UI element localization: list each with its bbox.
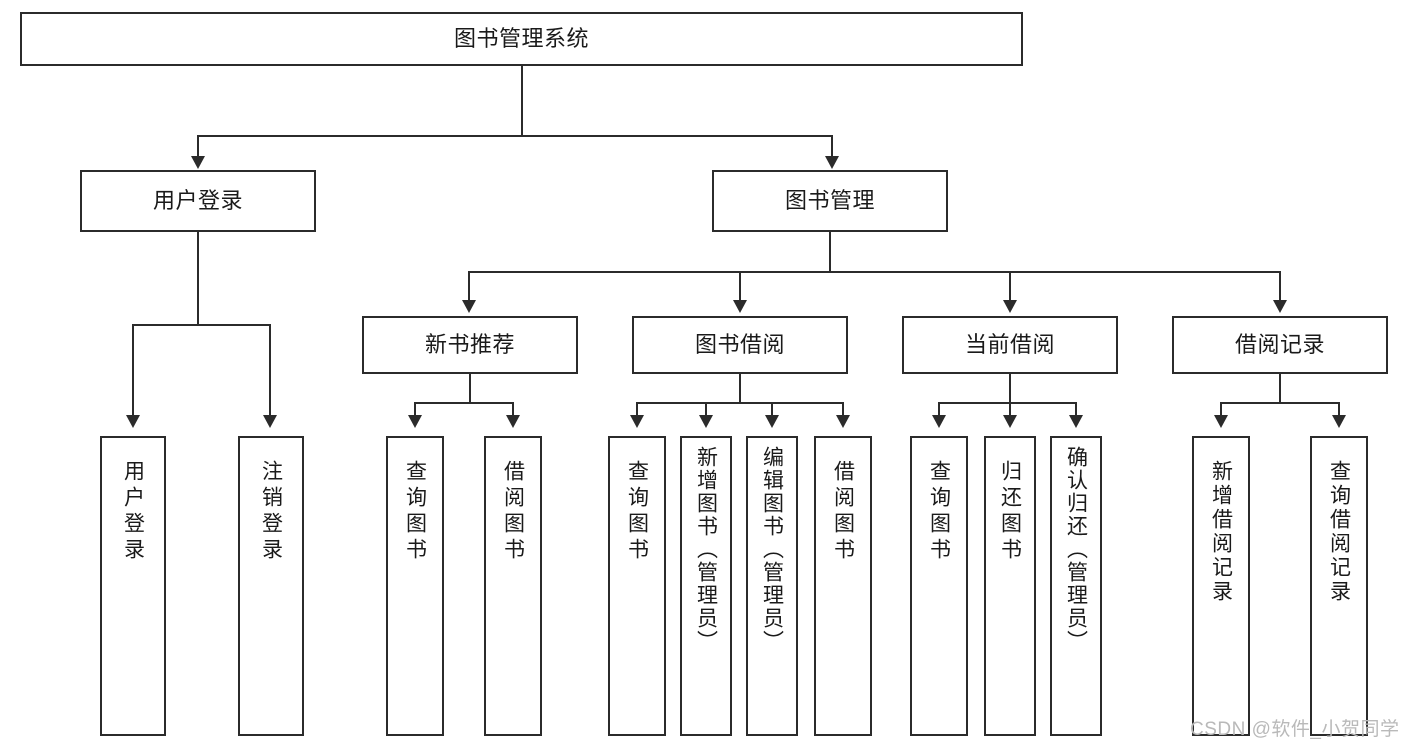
- arrowhead-leaf-query-book-borrow: [630, 415, 644, 428]
- connector-user-login-drop-2: [269, 324, 271, 416]
- connector-current-drop-1: [938, 402, 940, 416]
- node-leaf-add-book[interactable]: 新增图书（管理员）: [680, 436, 732, 736]
- node-leaf-query-book-rec[interactable]: 查询图书: [386, 436, 444, 736]
- connector-recommend-bus: [414, 402, 513, 404]
- connector-borrow-drop-1: [636, 402, 638, 416]
- node-leaf-add-record[interactable]: 新增借阅记录: [1192, 436, 1250, 736]
- node-leaf-confirm-return[interactable]: 确认归还（管理员）: [1050, 436, 1102, 736]
- arrowhead-new-book-recommend: [462, 300, 476, 313]
- connector-recommend-drop-1: [414, 402, 416, 416]
- arrowhead-leaf-edit-book: [765, 415, 779, 428]
- connector-user-login-bus: [132, 324, 270, 326]
- node-book-manage-label: 图书管理: [784, 187, 875, 213]
- connector-level3-bus: [468, 271, 1280, 273]
- node-book-borrow[interactable]: 图书借阅: [632, 316, 848, 374]
- connector-record-stem: [1279, 374, 1281, 403]
- connector-current-drop-3: [1075, 402, 1077, 416]
- node-root-label: 图书管理系统: [453, 25, 589, 51]
- node-leaf-add-record-label: 新增借阅记录: [1209, 460, 1233, 604]
- arrowhead-borrow-record: [1273, 300, 1287, 313]
- connector-record-bus: [1220, 402, 1339, 404]
- csdn-watermark: CSDN @软件_小贺同学: [1190, 719, 1400, 740]
- node-borrow-record[interactable]: 借阅记录: [1172, 316, 1388, 374]
- node-leaf-borrow-book-rec-label: 借阅图书: [501, 460, 525, 564]
- connector-current-drop-2: [1009, 402, 1011, 416]
- connector-level2-drop-left: [197, 135, 199, 157]
- node-leaf-query-book-borrow[interactable]: 查询图书: [608, 436, 666, 736]
- node-leaf-user-logout[interactable]: 注销登录: [238, 436, 304, 736]
- arrowhead-leaf-user-logout: [263, 415, 277, 428]
- node-new-book-recommend-label: 新书推荐: [424, 331, 515, 357]
- node-leaf-borrow-book-rec[interactable]: 借阅图书: [484, 436, 542, 736]
- node-book-manage[interactable]: 图书管理: [712, 170, 948, 232]
- node-leaf-query-record[interactable]: 查询借阅记录: [1310, 436, 1368, 736]
- node-leaf-user-login-label: 用户登录: [121, 460, 145, 564]
- connector-recommend-stem: [469, 374, 471, 403]
- connector-level2-drop-right: [831, 135, 833, 157]
- connector-borrow-bus: [636, 402, 843, 404]
- node-leaf-query-book-rec-label: 查询图书: [403, 460, 427, 564]
- connector-current-bus: [938, 402, 1077, 404]
- connector-level3-drop-2: [739, 271, 741, 301]
- node-current-borrow-label: 当前借阅: [964, 331, 1055, 357]
- node-new-book-recommend[interactable]: 新书推荐: [362, 316, 578, 374]
- node-leaf-query-book-cur-label: 查询图书: [927, 460, 951, 564]
- connector-book-manage-stem: [829, 232, 831, 272]
- arrowhead-user-login: [191, 156, 205, 169]
- arrowhead-leaf-add-record: [1214, 415, 1228, 428]
- node-book-borrow-label: 图书借阅: [694, 331, 785, 357]
- connector-recommend-drop-2: [512, 402, 514, 416]
- arrowhead-leaf-confirm-return: [1069, 415, 1083, 428]
- arrowhead-leaf-add-book: [699, 415, 713, 428]
- node-borrow-record-label: 借阅记录: [1234, 331, 1325, 357]
- connector-borrow-drop-2: [705, 402, 707, 416]
- node-leaf-edit-book-label: 编辑图书（管理员）: [760, 446, 784, 653]
- connector-current-stem: [1009, 374, 1011, 403]
- node-user-login[interactable]: 用户登录: [80, 170, 316, 232]
- arrowhead-leaf-query-book-rec: [408, 415, 422, 428]
- node-leaf-add-book-label: 新增图书（管理员）: [694, 446, 718, 653]
- connector-level3-drop-4: [1279, 271, 1281, 301]
- node-leaf-edit-book[interactable]: 编辑图书（管理员）: [746, 436, 798, 736]
- arrowhead-book-manage: [825, 156, 839, 169]
- arrowhead-current-borrow: [1003, 300, 1017, 313]
- connector-borrow-drop-3: [771, 402, 773, 416]
- node-root[interactable]: 图书管理系统: [20, 12, 1023, 66]
- arrowhead-book-borrow: [733, 300, 747, 313]
- arrowhead-leaf-query-record: [1332, 415, 1346, 428]
- connector-borrow-stem: [739, 374, 741, 403]
- arrowhead-leaf-user-login: [126, 415, 140, 428]
- node-leaf-query-book-borrow-label: 查询图书: [625, 460, 649, 564]
- node-current-borrow[interactable]: 当前借阅: [902, 316, 1118, 374]
- node-leaf-return-book-label: 归还图书: [998, 460, 1022, 564]
- node-leaf-return-book[interactable]: 归还图书: [984, 436, 1036, 736]
- node-leaf-confirm-return-label: 确认归还（管理员）: [1064, 446, 1088, 653]
- connector-user-login-drop-1: [132, 324, 134, 416]
- arrowhead-leaf-return-book: [1003, 415, 1017, 428]
- node-leaf-borrow-book-label: 借阅图书: [831, 460, 855, 564]
- connector-level3-drop-3: [1009, 271, 1011, 301]
- connector-user-login-stem: [197, 232, 199, 325]
- connector-record-drop-2: [1338, 402, 1340, 416]
- connector-borrow-drop-4: [842, 402, 844, 416]
- arrowhead-leaf-query-book-cur: [932, 415, 946, 428]
- arrowhead-leaf-borrow-book: [836, 415, 850, 428]
- node-leaf-user-login[interactable]: 用户登录: [100, 436, 166, 736]
- connector-level2-bus: [197, 135, 833, 137]
- node-user-login-label: 用户登录: [152, 187, 243, 213]
- node-leaf-query-record-label: 查询借阅记录: [1327, 460, 1351, 604]
- connector-level3-drop-1: [468, 271, 470, 301]
- connector-root-stem: [521, 66, 523, 136]
- arrowhead-leaf-borrow-book-rec: [506, 415, 520, 428]
- connector-record-drop-1: [1220, 402, 1222, 416]
- node-leaf-query-book-cur[interactable]: 查询图书: [910, 436, 968, 736]
- node-leaf-borrow-book[interactable]: 借阅图书: [814, 436, 872, 736]
- node-leaf-user-logout-label: 注销登录: [259, 460, 283, 564]
